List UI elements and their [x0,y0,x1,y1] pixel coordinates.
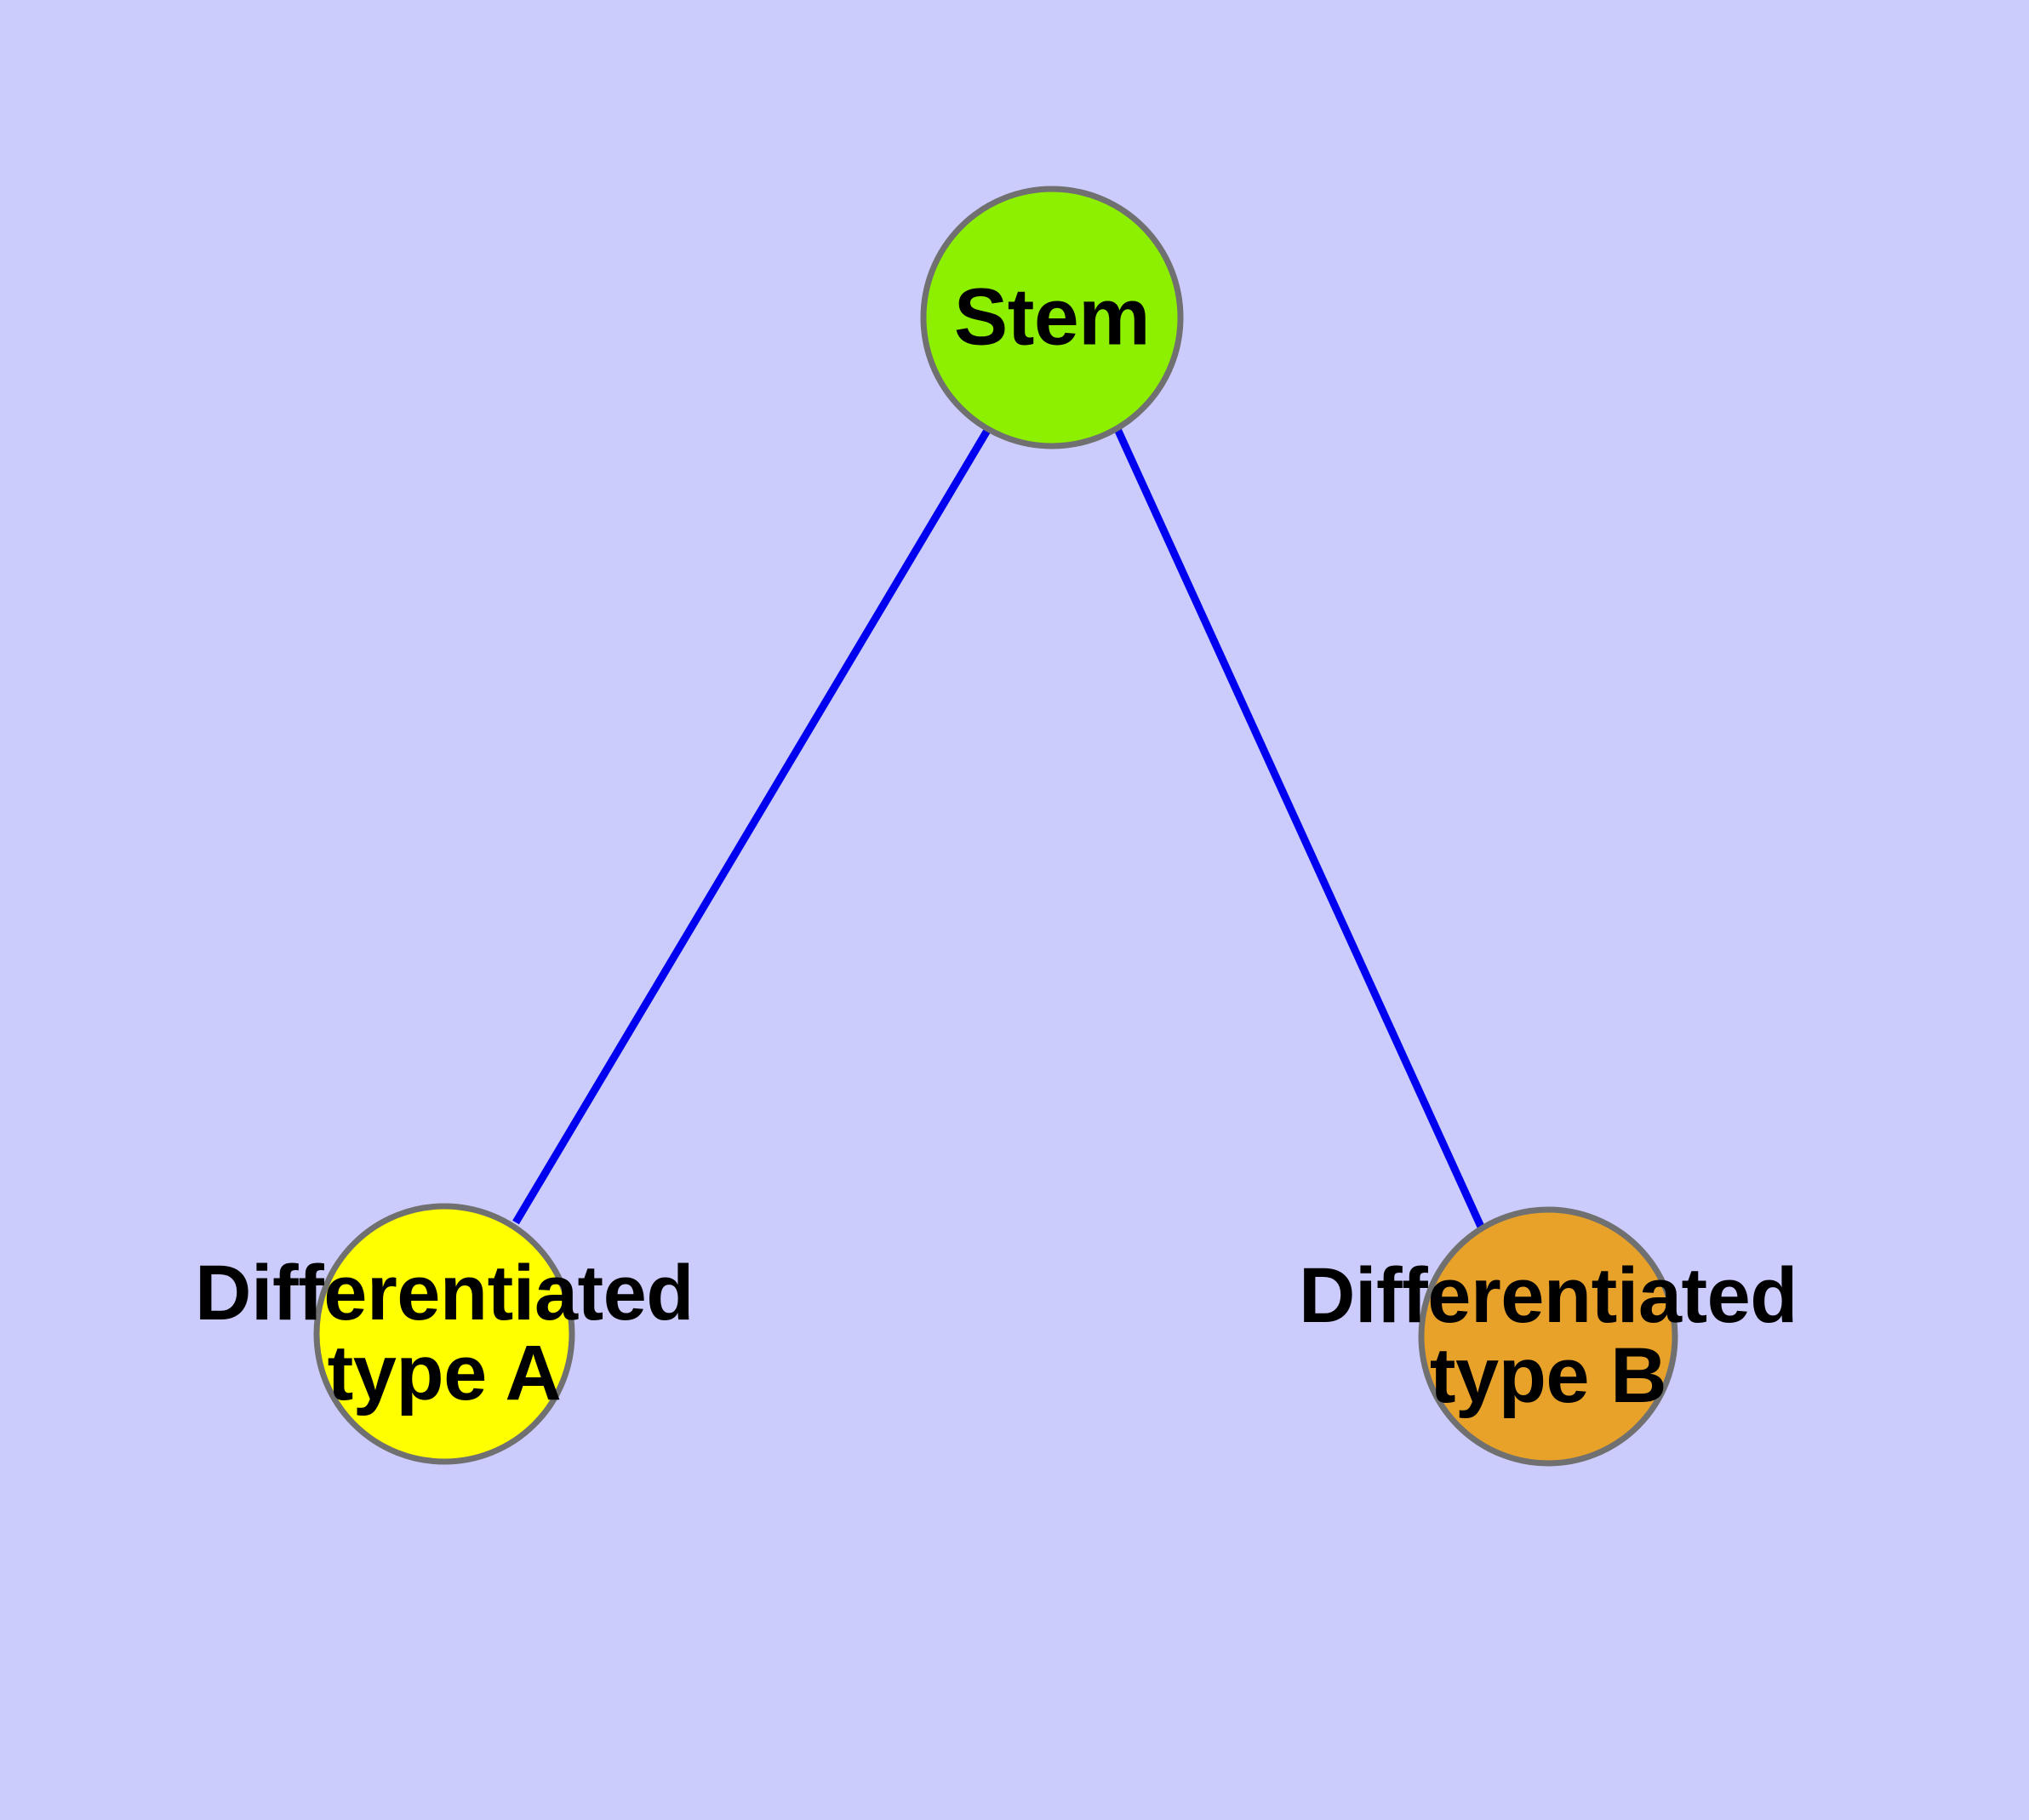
graph-node-stem[interactable] [920,186,1184,449]
graph-edge-stem-to-b[interactable] [1113,427,1485,1228]
graph-node-diff-a[interactable] [313,1203,575,1465]
edge-layer [512,426,1485,1228]
node-layer [313,186,1678,1467]
graph-edge-stem-to-a[interactable] [512,426,992,1225]
graph-node-diff-b[interactable] [1418,1206,1678,1467]
